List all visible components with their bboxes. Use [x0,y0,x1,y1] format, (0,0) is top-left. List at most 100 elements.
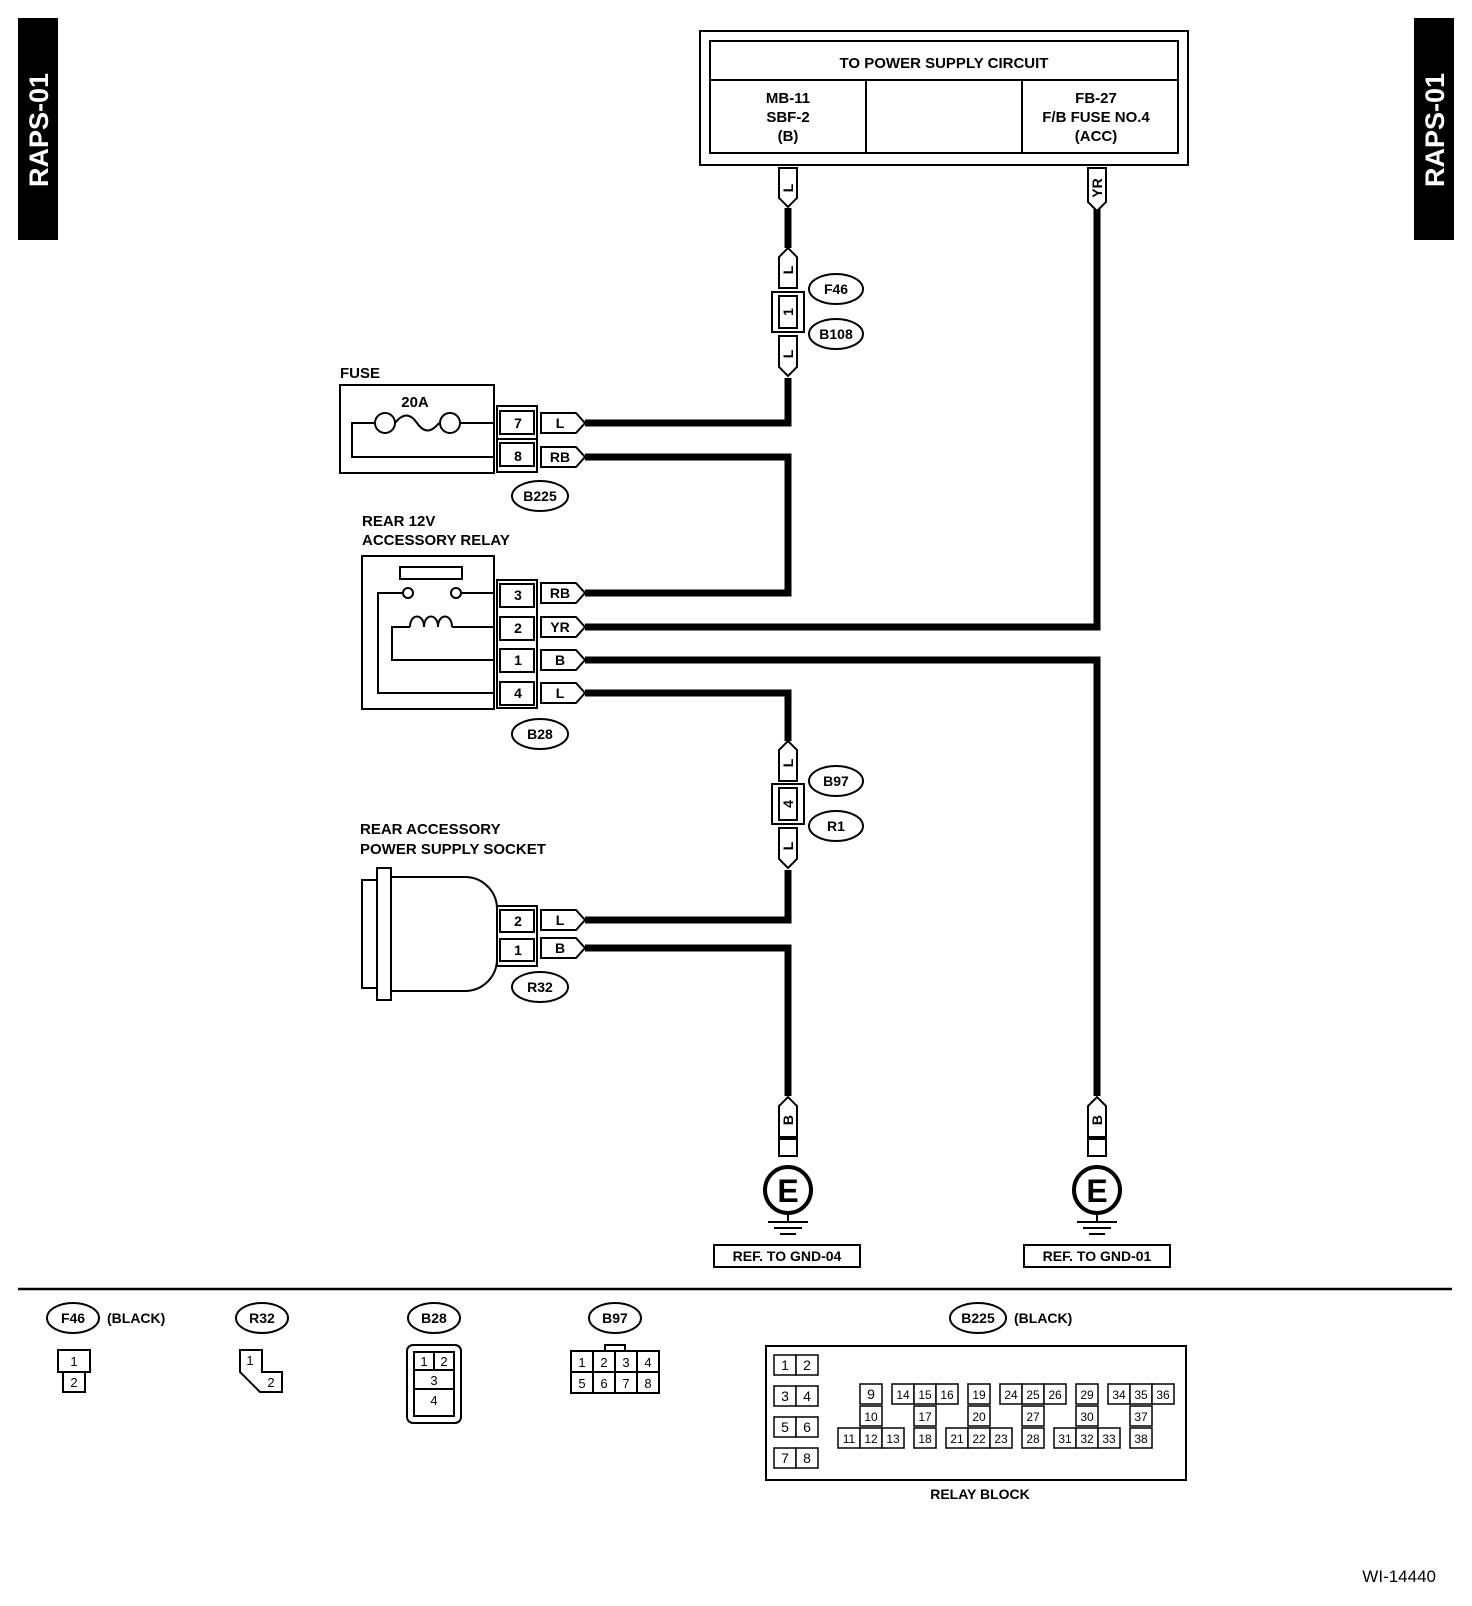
power-supply-right-2: F/B FUSE NO.4 [1042,109,1150,126]
relay-wire-1-color: B [555,652,565,668]
svg-text:2: 2 [70,1375,77,1390]
side-tab-right-label: RAPS-01 [1420,73,1450,187]
connector-r1-label: R1 [827,818,845,834]
legend-r32-label: R32 [249,1310,275,1326]
legend-b225-note: (BLACK) [1014,1310,1072,1326]
connector-r32-label: R32 [527,979,553,995]
ground-left-symbol: E [777,1173,798,1209]
svg-text:34: 34 [1112,1388,1126,1402]
svg-text:3: 3 [781,1388,789,1404]
side-tab-left-label: RAPS-01 [24,73,54,187]
svg-text:15: 15 [918,1388,932,1402]
svg-text:24: 24 [1004,1388,1018,1402]
side-tab-right: RAPS-01 [1414,18,1454,240]
b108-lower-wire-tag: L [780,349,796,358]
wire-tag-l-top: L [778,167,798,209]
connector-b97-label: B97 [823,773,849,789]
svg-text:30: 30 [1080,1410,1094,1424]
fuse-pin-7: 7 [514,415,522,431]
svg-text:14: 14 [896,1388,910,1402]
legend-f46: F46 (BLACK) 1 2 [46,1302,165,1393]
ground-right-ref: REF. TO GND-01 [1043,1248,1152,1264]
connector-b108-label: B108 [819,326,853,342]
r1-lower-wire-tag: L [780,841,796,850]
power-supply-title: TO POWER SUPPLY CIRCUIT [840,55,1049,72]
relay-pin-3: 3 [514,587,522,603]
svg-text:4: 4 [803,1388,811,1404]
svg-text:8: 8 [644,1376,651,1391]
legend-b97: B97 1 2 3 4 5 6 7 8 [570,1302,660,1394]
svg-text:6: 6 [803,1419,811,1435]
fuse-wire-7-color: L [556,415,565,431]
svg-text:36: 36 [1156,1388,1170,1402]
legend-b225-label: B225 [961,1310,995,1326]
svg-text:10: 10 [864,1410,878,1424]
svg-text:4: 4 [430,1393,437,1408]
svg-text:20: 20 [972,1410,986,1424]
svg-text:38: 38 [1134,1432,1148,1446]
relay-wire-3-color: RB [550,585,570,601]
connector-b225-label: B225 [523,488,557,504]
svg-text:2: 2 [440,1354,447,1369]
socket-pin-1: 1 [514,942,522,958]
svg-text:1: 1 [246,1353,253,1368]
svg-text:28: 28 [1026,1432,1040,1446]
legend-b28-label: B28 [421,1310,447,1326]
wire-tag-yr-top-text: YR [1089,178,1105,197]
svg-text:6: 6 [600,1376,607,1391]
svg-text:18: 18 [918,1432,932,1446]
svg-text:37: 37 [1134,1410,1148,1424]
svg-text:12: 12 [864,1432,878,1446]
svg-text:7: 7 [781,1450,789,1466]
svg-text:3: 3 [430,1373,437,1388]
fuse-rating: 20A [401,394,429,411]
relay-component: REAR 12V ACCESSORY RELAY 3 2 1 4 RB YR B… [361,513,587,750]
side-tab-left: RAPS-01 [18,18,58,240]
wire-tag-b-right-bottom: B [1087,1095,1107,1138]
power-supply-box: TO POWER SUPPLY CIRCUIT MB-11 SBF-2 (B) … [699,30,1189,166]
socket-pin-2: 2 [514,913,522,929]
svg-text:4: 4 [644,1355,651,1370]
wires [585,208,1101,1096]
svg-text:16: 16 [940,1388,954,1402]
svg-text:11: 11 [843,1432,856,1446]
svg-text:32: 32 [1080,1432,1094,1446]
relay-pin-2: 2 [514,620,522,636]
svg-text:23: 23 [994,1432,1008,1446]
svg-text:2: 2 [267,1375,274,1390]
svg-text:21: 21 [950,1432,964,1446]
svg-text:17: 17 [918,1410,932,1424]
svg-text:9: 9 [867,1386,875,1402]
fuse-pin-8: 8 [514,448,522,464]
power-supply-right-1: FB-27 [1075,90,1117,107]
socket-component: REAR ACCESSORY POWER SUPPLY SOCKET 2 1 L… [360,821,587,1003]
inline-connector-b97-r1: L 4 L B97 R1 [771,739,864,870]
relay-pin-4: 4 [514,685,522,701]
svg-text:33: 33 [1102,1432,1116,1446]
svg-text:5: 5 [578,1376,585,1391]
svg-text:35: 35 [1134,1388,1148,1402]
figure-id: WI-14440 [1362,1567,1436,1586]
power-supply-left-3: (B) [778,128,799,145]
relay-title-line1: REAR 12V [362,513,435,530]
b97-pin-number: 4 [780,800,796,808]
ground-right: E REF. TO GND-01 [1023,1138,1171,1268]
legend-relay-block: RELAY BLOCK [930,1486,1030,1502]
svg-text:27: 27 [1026,1410,1040,1424]
fuse-title: FUSE [340,365,380,382]
socket-wire-1-color: B [555,940,565,956]
f46-pin-number: 1 [780,308,796,316]
svg-text:8: 8 [803,1450,811,1466]
b97-upper-wire-tag: L [780,758,796,767]
socket-title-line1: REAR ACCESSORY [360,821,501,838]
f46-upper-wire-tag: L [780,265,796,274]
svg-text:2: 2 [600,1355,607,1370]
svg-text:13: 13 [886,1432,900,1446]
relay-pin-1: 1 [514,652,522,668]
inline-connector-f46-b108: L 1 L F46 B108 [771,246,864,378]
legend-b97-label: B97 [602,1310,628,1326]
svg-text:29: 29 [1080,1388,1094,1402]
connector-f46-label: F46 [824,281,848,297]
